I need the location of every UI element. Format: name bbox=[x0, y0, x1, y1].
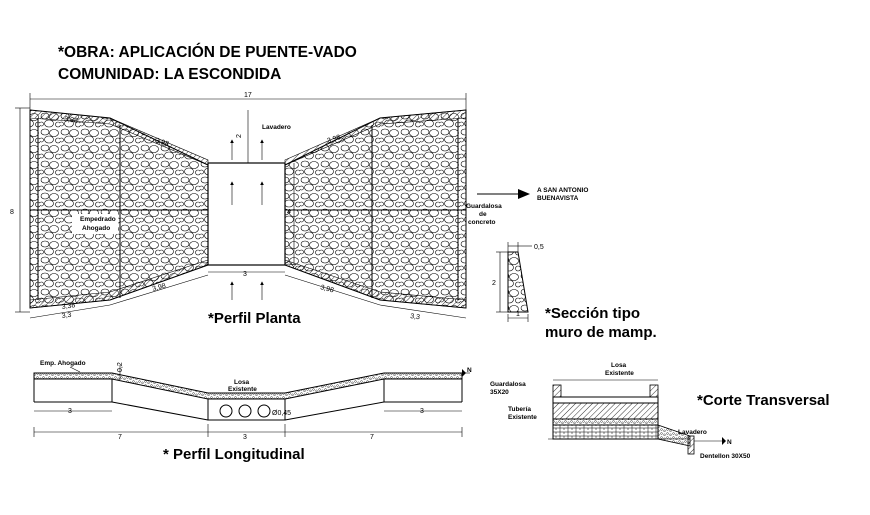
guardalosa-label-3: concreto bbox=[468, 219, 495, 226]
direction-label-2: BUENAVISTA bbox=[537, 195, 579, 202]
dim-bottom-left-a: 3,38 bbox=[61, 302, 76, 311]
tr-guardalosa-1: Guardalosa bbox=[490, 381, 526, 388]
tr-losa-label-1: Losa bbox=[611, 362, 627, 369]
planta-view: 17 8 2 bbox=[10, 92, 588, 327]
north-icon bbox=[462, 369, 466, 377]
dim-top-left-a: 3,38 bbox=[64, 116, 79, 125]
dim-top-left-b: 3,98 bbox=[154, 137, 169, 148]
dim-bottom-mid-right: 3,98 bbox=[319, 284, 334, 294]
dim-center: 3 bbox=[243, 434, 247, 441]
emp-ahogado-label: Emp. Ahogado bbox=[40, 360, 86, 367]
dim-total: 17 bbox=[244, 92, 252, 99]
dim-left-inner: 3 bbox=[68, 408, 72, 415]
empedrado-label-2: Ahogado bbox=[82, 225, 110, 232]
planta-title: *Perfil Planta bbox=[208, 310, 301, 327]
tr-lavadero: Lavadero bbox=[678, 429, 707, 436]
tr-tuberia-1: Tubería bbox=[508, 406, 531, 413]
losa-label-1: Losa bbox=[234, 379, 250, 386]
seccion-dim-bottom: 1 bbox=[516, 311, 520, 318]
tr-north-label: N bbox=[727, 439, 732, 446]
seccion-title-2: muro de mamp. bbox=[545, 324, 657, 341]
tr-tuberia-2: Existente bbox=[508, 414, 537, 421]
north-label: N bbox=[467, 367, 472, 374]
dim-right-inner: 3 bbox=[420, 408, 424, 415]
dim-height: 8 bbox=[10, 209, 14, 216]
tubo-label: Ø0,45 bbox=[272, 410, 291, 417]
tube-3 bbox=[257, 404, 271, 418]
empedrado-label-1: Empedrado bbox=[80, 216, 116, 223]
dim-bottom-mid-left: 3,98 bbox=[152, 283, 167, 293]
left-wing-stones bbox=[29, 109, 209, 309]
tube-2 bbox=[238, 404, 252, 418]
flow-arrows bbox=[230, 139, 264, 300]
direction-arrow-icon bbox=[518, 189, 530, 199]
dim-bottom-left-b: 3,3 bbox=[61, 312, 72, 320]
dim-top-arrow: 2 bbox=[236, 134, 243, 138]
title-obra: *OBRA: APLICACIÓN DE PUENTE-VADO bbox=[58, 44, 357, 61]
direction-label-1: A SAN ANTONIO bbox=[537, 187, 588, 194]
title-comunidad: COMUNIDAD: LA ESCONDIDA bbox=[58, 66, 282, 83]
dim-center-height: 4 bbox=[287, 209, 291, 216]
dim-right: 7 bbox=[370, 434, 374, 441]
dim-top-right: 3,98 bbox=[326, 134, 341, 145]
lavadero-label: Lavadero bbox=[262, 124, 291, 131]
longitudinal-view: Emp. Ahogado Ø0,45 Losa Existente 0,2 N … bbox=[33, 360, 472, 463]
longitudinal-title: * Perfil Longitudinal bbox=[163, 446, 305, 463]
dim-left: 7 bbox=[118, 434, 122, 441]
tr-guardalosa-2: 35X20 bbox=[490, 389, 509, 396]
seccion-dim-top: 0,5 bbox=[534, 244, 544, 251]
transversal-title: *Corte Transversal bbox=[697, 392, 830, 409]
dim-thickness: 0,2 bbox=[117, 362, 124, 372]
dentellon bbox=[687, 435, 695, 455]
losa-label-2: Existente bbox=[228, 386, 257, 393]
dim-center-width: 3 bbox=[243, 271, 247, 278]
right-wing-stones bbox=[284, 109, 467, 309]
seccion-title-1: *Sección tipo bbox=[545, 305, 640, 322]
seccion-view: 0,5 2 1 *Sección tipo muro de mamp. bbox=[492, 242, 657, 341]
guardalosa-label-2: de bbox=[479, 211, 487, 218]
transversal-view: Losa Existente Guardalosa 35X20 Tubería … bbox=[490, 362, 830, 460]
guardalosa-label-1: Guardalosa bbox=[466, 203, 502, 210]
seccion-dim-height: 2 bbox=[492, 280, 496, 287]
dim-bottom-right: 3,3 bbox=[410, 313, 421, 321]
tr-losa-label-2: Existente bbox=[605, 370, 634, 377]
tr-north-icon bbox=[722, 437, 726, 445]
tr-dentellon: Dentellon 30X50 bbox=[700, 453, 751, 460]
center-slab bbox=[207, 162, 286, 266]
tube-1 bbox=[219, 404, 233, 418]
